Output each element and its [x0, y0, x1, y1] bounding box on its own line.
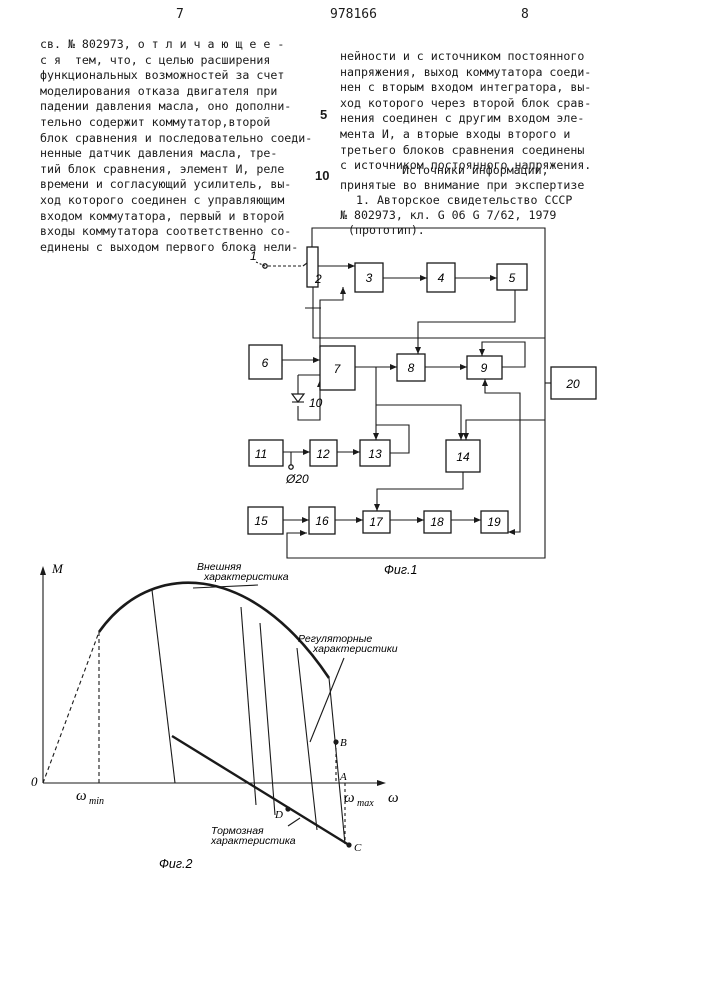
origin-label: 0 — [31, 774, 38, 789]
block-16-label: 16 — [315, 514, 329, 528]
block-9-label: 9 — [481, 361, 488, 375]
block-20-label: 20 — [565, 377, 580, 391]
block-15-label: 15 — [254, 514, 268, 528]
omega-min-subscript: min — [89, 796, 104, 807]
terminal-1-label: 1 — [250, 249, 257, 263]
fig1-block-diagram: 3 4 5 6 7 8 9 11 12 13 14 15 16 17 18 19… — [248, 228, 596, 577]
block-3-label: 3 — [366, 271, 373, 285]
omega-max-symbol: ω — [344, 790, 355, 806]
point-c-label: C — [354, 842, 362, 854]
x-axis-label: ω — [388, 790, 399, 806]
fig1-caption: Фиг.1 — [384, 563, 417, 577]
fig2-characteristics: M ω 0 B A C D ω min ω max Внешняя — [31, 561, 399, 871]
block-8-label: 8 — [408, 361, 415, 375]
point-c-marker — [346, 842, 351, 847]
point-d-label: D — [274, 809, 283, 821]
external-characteristic-curve — [99, 583, 329, 678]
block-17-label: 17 — [369, 515, 384, 529]
node-20-label: Ø20 — [285, 472, 309, 486]
point-a-label: A — [339, 771, 347, 783]
point-b-marker — [333, 739, 338, 744]
block-13-label: 13 — [368, 447, 382, 461]
diode-10-label: 10 — [309, 396, 323, 410]
regulator-characteristics-label-2: характеристики — [312, 643, 398, 655]
diode-10 — [292, 394, 304, 402]
block-4-label: 4 — [438, 271, 445, 285]
block-12-label: 12 — [316, 447, 330, 461]
point-d-marker — [285, 806, 290, 811]
block-19-label: 19 — [487, 515, 501, 529]
y-axis-label: M — [51, 561, 64, 576]
fig2-caption: Фиг.2 — [159, 857, 193, 871]
brake-characteristic-label-2: характеристика — [210, 835, 296, 847]
potentiometer-2-label: 2 — [314, 272, 322, 286]
block-18-label: 18 — [430, 515, 444, 529]
node-20-terminal — [289, 465, 293, 469]
block-6-label: 6 — [262, 356, 269, 370]
omega-min-symbol: ω — [76, 788, 87, 804]
external-characteristic-label-2: характеристика — [203, 571, 289, 583]
omega-max-subscript: max — [357, 798, 374, 809]
block-11-label: 11 — [255, 447, 267, 461]
point-b-label: B — [340, 737, 347, 749]
block-5-label: 5 — [509, 271, 516, 285]
block-14-label: 14 — [456, 450, 470, 464]
